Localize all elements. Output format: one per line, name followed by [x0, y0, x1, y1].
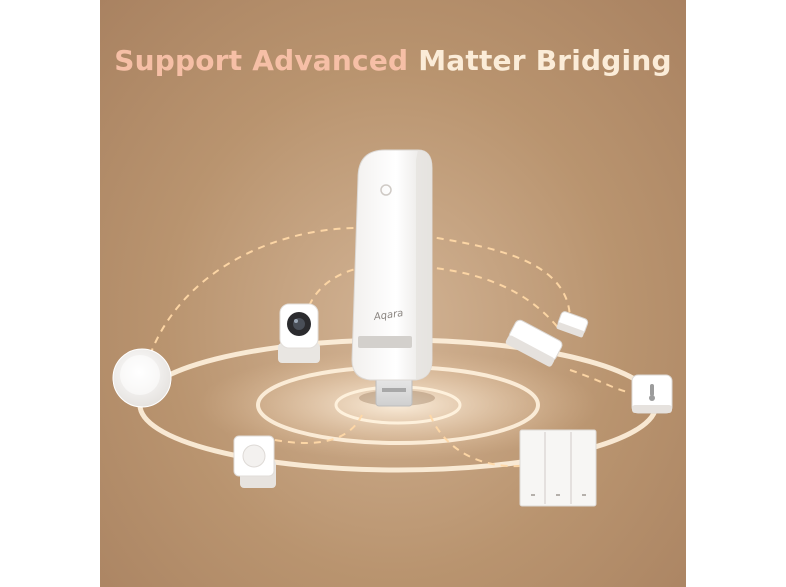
motion-sensor-icon — [233, 435, 276, 488]
round-wireless-button-icon — [112, 348, 172, 408]
camera-hub-icon — [278, 303, 320, 363]
product-illustration: Aqara — [112, 149, 673, 507]
temperature-humidity-sensor-icon — [631, 374, 673, 414]
triple-wall-switch-icon — [519, 429, 597, 507]
headline: Support Advanced Matter Bridging — [100, 44, 686, 77]
door-window-sensor-icon — [505, 311, 589, 367]
usb-hub-icon: Aqara — [351, 149, 435, 407]
headline-accent: Support Advanced — [114, 44, 409, 77]
hub-brand-logo: Aqara — [372, 308, 404, 323]
headline-main: Matter Bridging — [418, 44, 672, 77]
product-scene: Support Advanced Matter Bridging — [100, 0, 686, 587]
